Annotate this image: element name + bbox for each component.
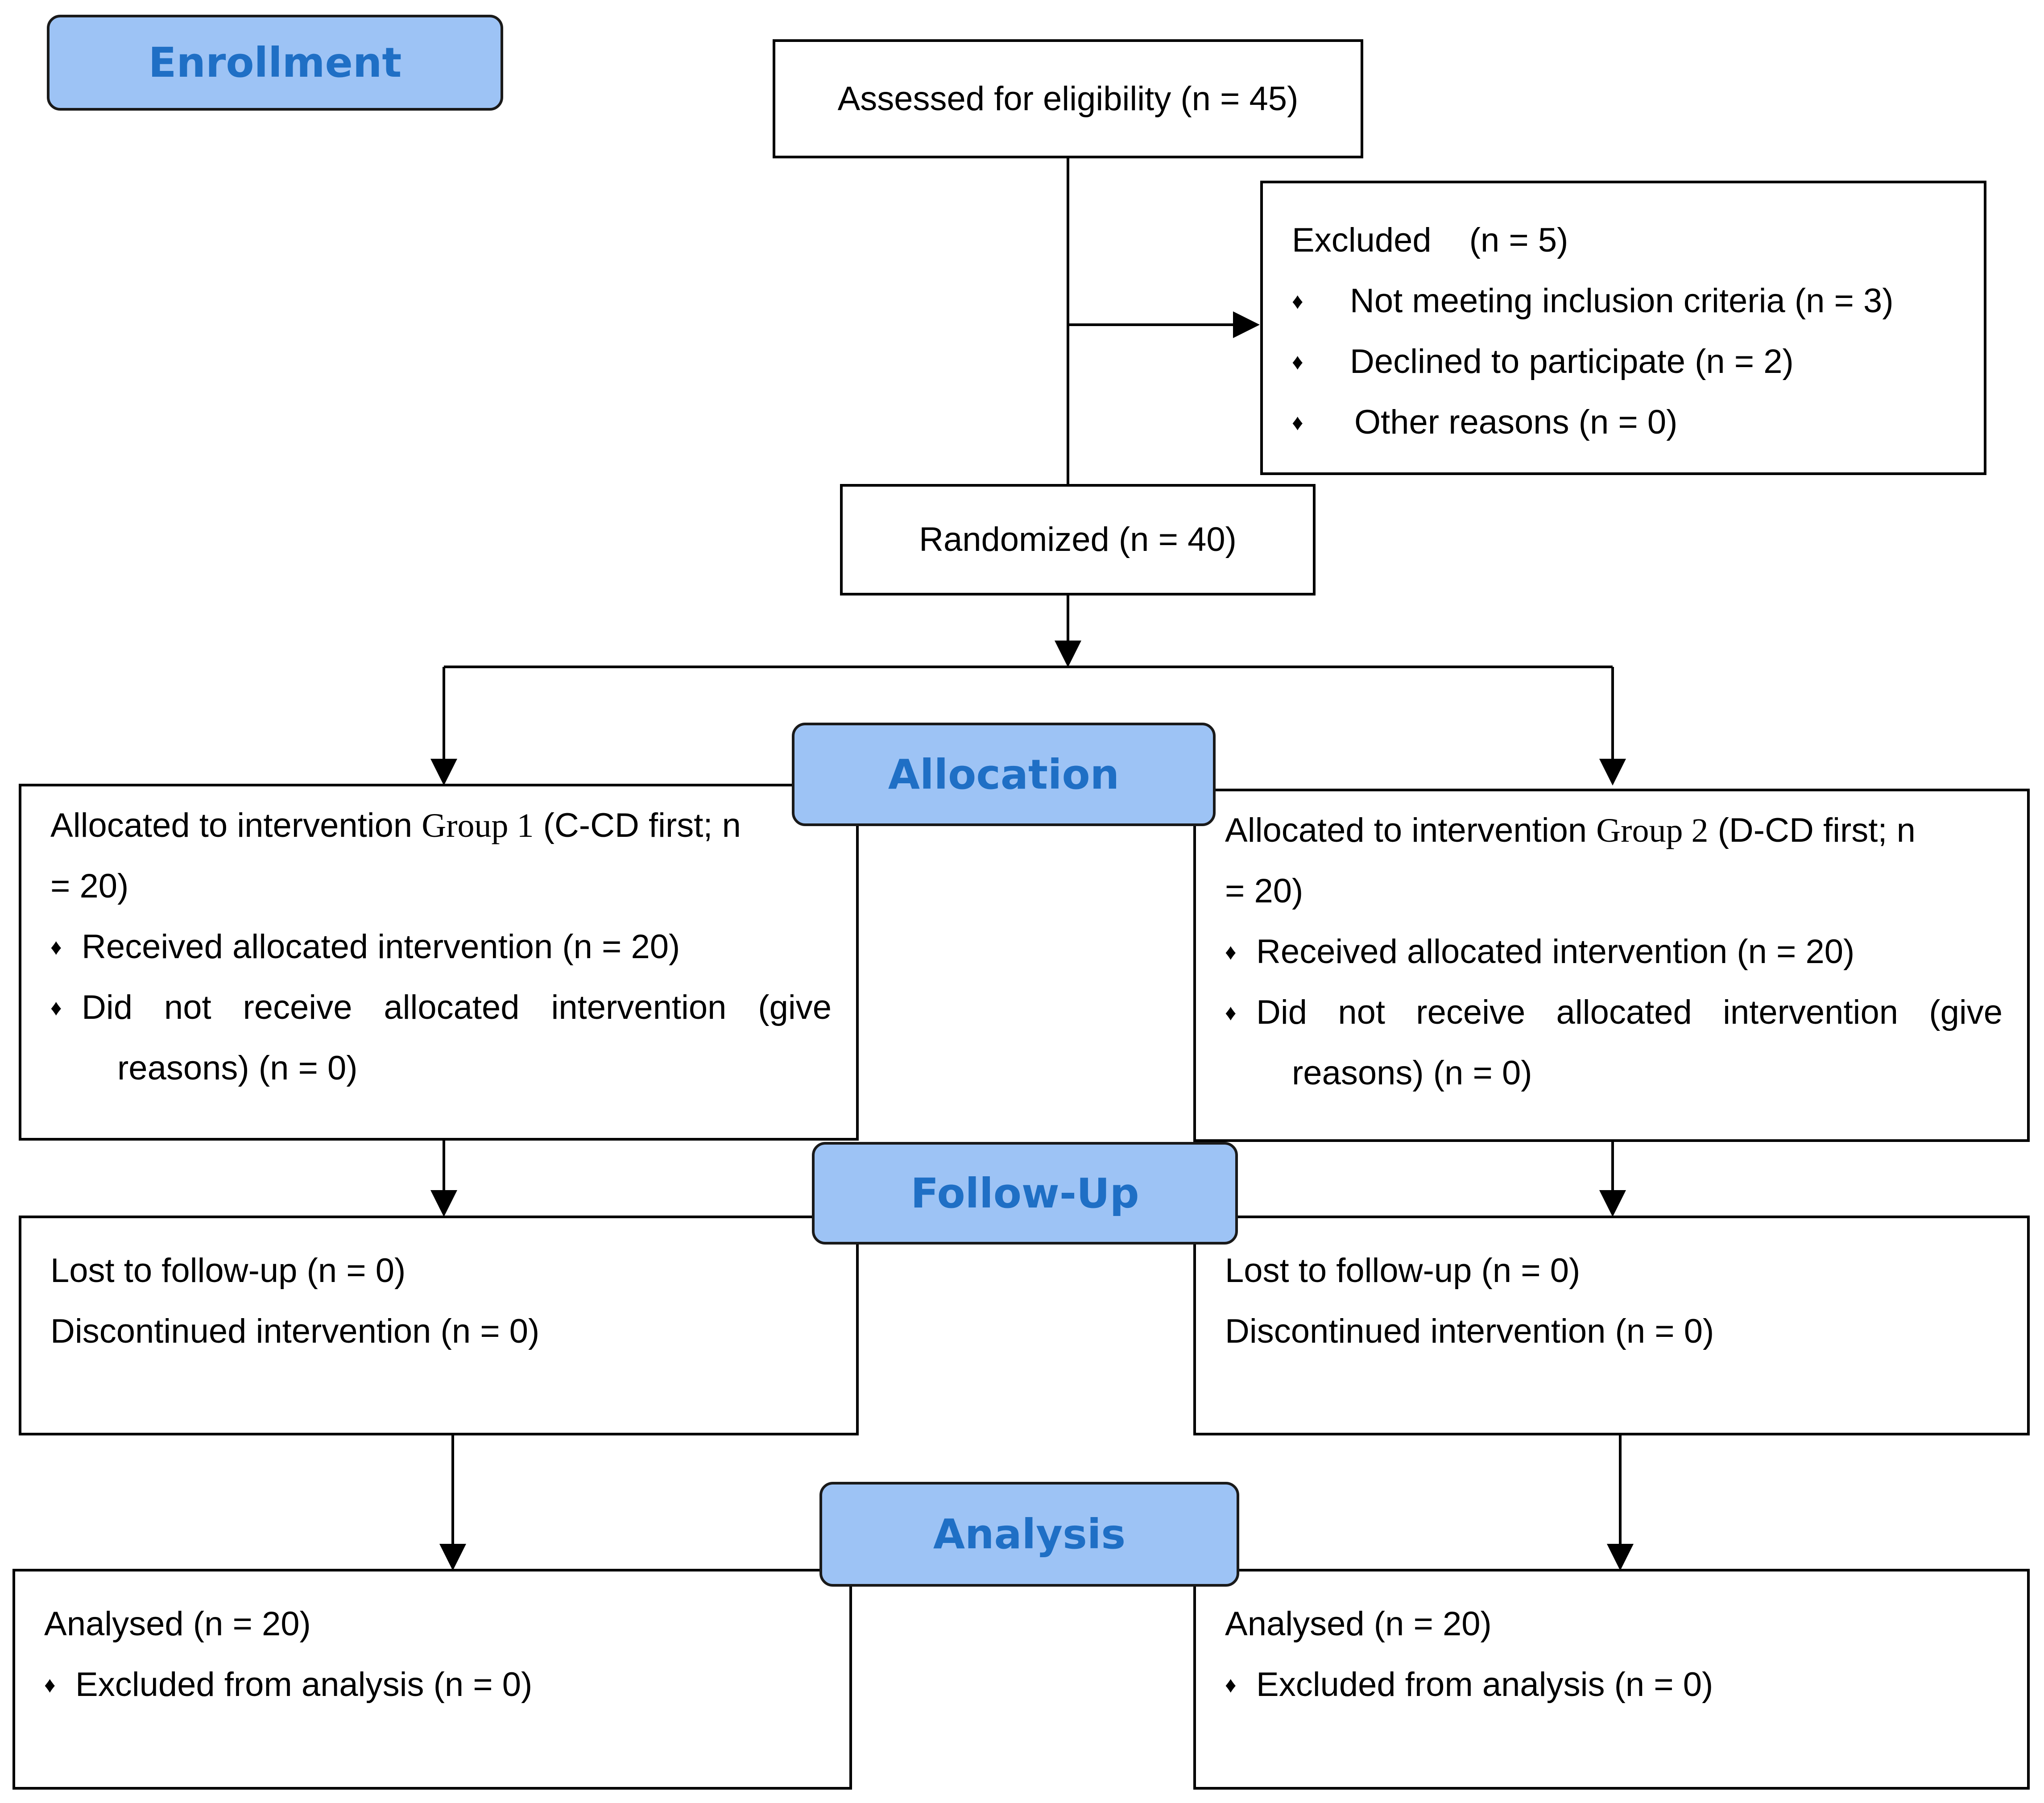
group2-allocation-line1: Allocated to intervention Group 2 (D-CD … <box>1225 800 2003 861</box>
excluded-item-text: Other reasons (n = 0) <box>1354 403 1678 441</box>
bullet-diamond-icon: ♦ <box>1225 939 1237 964</box>
group2-received-item: ♦ Received allocated intervention (n = 2… <box>1225 922 2003 982</box>
group2-not-received-line2: reasons) (n = 0) <box>1292 1054 1532 1092</box>
bullet-diamond-icon: ♦ <box>1292 349 1303 374</box>
group1-analysed-text: Analysed (n = 20) <box>44 1605 311 1643</box>
group1-analysis-box: Analysed (n = 20) ♦ Excluded from analys… <box>12 1569 852 1790</box>
group2-alloc-group: Group 2 <box>1596 812 1709 849</box>
bullet-diamond-icon: ♦ <box>1292 410 1303 435</box>
stage-enrollment: Enrollment <box>47 15 503 111</box>
group2-allocation-box: Allocated to intervention Group 2 (D-CD … <box>1193 789 2030 1142</box>
stage-analysis: Analysis <box>819 1482 1239 1587</box>
group2-excluded-analysis-item: ♦ Excluded from analysis (n = 0) <box>1225 1654 2027 1715</box>
group1-excluded-analysis-text: Excluded from analysis (n = 0) <box>75 1666 533 1704</box>
group1-lost-text: Lost to follow-up (n = 0) <box>50 1252 406 1290</box>
bullet-diamond-icon: ♦ <box>1225 1000 1237 1025</box>
group1-alloc-group: Group 1 <box>422 807 534 844</box>
group2-allocation-line2: = 20) <box>1225 872 1303 910</box>
group2-alloc-prefix: Allocated to intervention <box>1225 811 1597 849</box>
group2-alloc-suffix: (D-CD first; n <box>1708 811 1916 849</box>
group1-excluded-analysis-item: ♦ Excluded from analysis (n = 0) <box>44 1654 849 1715</box>
excluded-item: ♦ Declined to participate (n = 2) <box>1292 331 1984 392</box>
bullet-diamond-icon: ♦ <box>1292 289 1303 314</box>
stage-allocation-label: Allocation <box>888 750 1120 798</box>
excluded-box: Excluded (n = 5) ♦ Not meeting inclusion … <box>1260 181 1986 475</box>
excluded-count: (n = 5) <box>1469 221 1568 259</box>
excluded-item-text: Declined to participate (n = 2) <box>1350 343 1794 380</box>
group2-received-text: Received allocated intervention (n = 20) <box>1256 933 1855 971</box>
group2-follow-up-box: Lost to follow-up (n = 0) Discontinued i… <box>1193 1216 2030 1435</box>
group1-allocation-line2: = 20) <box>50 867 129 905</box>
group2-analysis-box: Analysed (n = 20) ♦ Excluded from analys… <box>1193 1569 2030 1790</box>
excluded-item: ♦ Other reasons (n = 0) <box>1292 392 1984 453</box>
randomized-text: Randomized (n = 40) <box>919 521 1237 558</box>
group1-allocation-line1: Allocated to intervention Group 1 (C-CD … <box>50 795 832 856</box>
group2-not-received-item: ♦ Did not receive allocated intervention… <box>1225 982 2003 1043</box>
group2-not-received-text: Did not receive allocated intervention (… <box>1256 993 2003 1031</box>
group1-follow-up-box: Lost to follow-up (n = 0) Discontinued i… <box>19 1216 859 1435</box>
excluded-title: Excluded <box>1292 221 1432 259</box>
assessed-box: Assessed for eligibility (n = 45) <box>773 39 1363 158</box>
group1-alloc-suffix: (C-CD first; n <box>534 806 741 844</box>
group1-allocation-box: Allocated to intervention Group 1 (C-CD … <box>19 784 859 1141</box>
stage-follow-up-label: Follow-Up <box>910 1169 1139 1217</box>
group1-received-item: ♦ Received allocated intervention (n = 2… <box>50 917 832 977</box>
stage-analysis-label: Analysis <box>933 1510 1126 1558</box>
group1-not-received-text: Did not receive allocated intervention (… <box>82 988 832 1026</box>
group2-analysed-text: Analysed (n = 20) <box>1225 1605 1492 1643</box>
group1-alloc-prefix: Allocated to intervention <box>50 806 422 844</box>
stage-follow-up: Follow-Up <box>812 1142 1238 1245</box>
stage-allocation: Allocation <box>792 723 1216 826</box>
excluded-header: Excluded (n = 5) <box>1292 210 1984 271</box>
group1-not-received-line2: reasons) (n = 0) <box>117 1049 358 1087</box>
group2-lost-text: Lost to follow-up (n = 0) <box>1225 1252 1581 1290</box>
stage-enrollment-label: Enrollment <box>148 39 402 87</box>
bullet-diamond-icon: ♦ <box>1225 1672 1237 1697</box>
assessed-text: Assessed for eligibility (n = 45) <box>837 80 1299 118</box>
excluded-item-text: Not meeting inclusion criteria (n = 3) <box>1350 282 1894 320</box>
group2-excluded-analysis-text: Excluded from analysis (n = 0) <box>1256 1666 1713 1704</box>
group1-received-text: Received allocated intervention (n = 20) <box>82 928 680 966</box>
bullet-diamond-icon: ♦ <box>50 935 62 959</box>
bullet-diamond-icon: ♦ <box>44 1672 56 1697</box>
group1-not-received-item: ♦ Did not receive allocated intervention… <box>50 977 832 1038</box>
excluded-item: ♦ Not meeting inclusion criteria (n = 3) <box>1292 271 1984 331</box>
bullet-diamond-icon: ♦ <box>50 995 62 1020</box>
randomized-box: Randomized (n = 40) <box>840 484 1316 595</box>
group2-discontinued-text: Discontinued intervention (n = 0) <box>1225 1312 1714 1350</box>
group1-discontinued-text: Discontinued intervention (n = 0) <box>50 1312 540 1350</box>
